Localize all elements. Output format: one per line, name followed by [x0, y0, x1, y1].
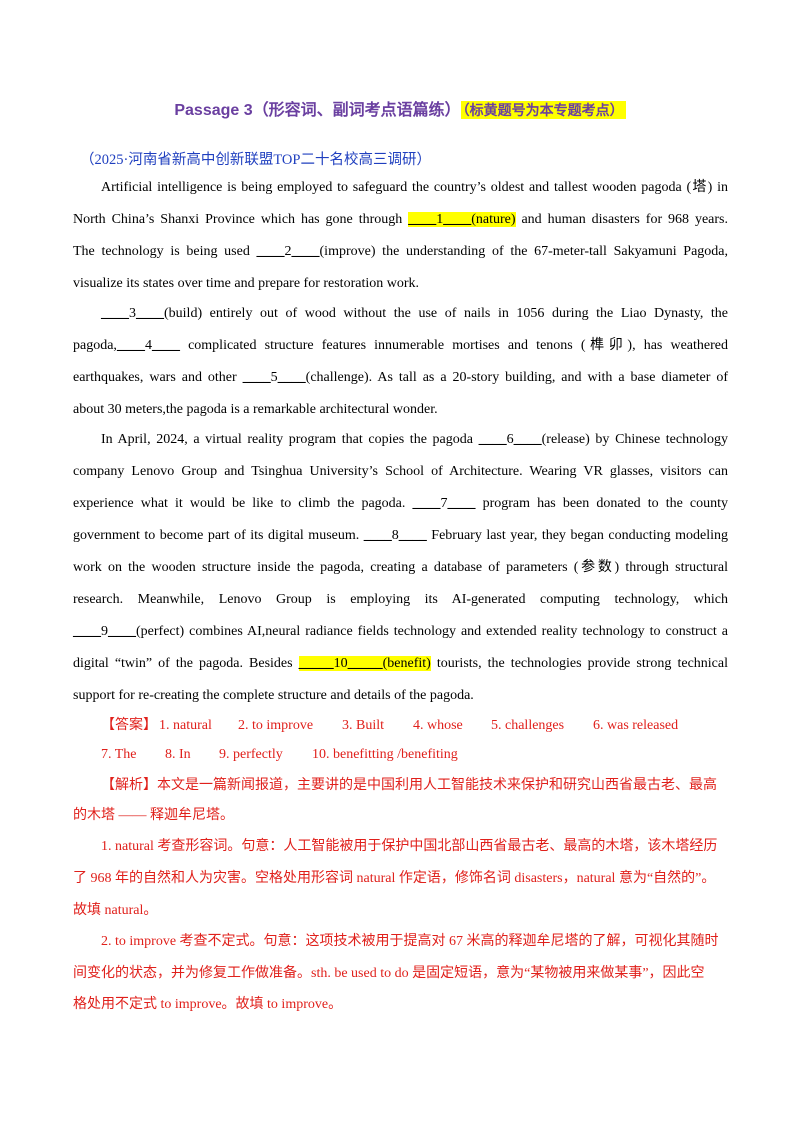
- answer-item: 5. challenges: [491, 718, 565, 733]
- blank-6: ____6____: [478, 432, 542, 447]
- passage-line: about 30 meters,the pagoda is a remarkab…: [73, 402, 438, 417]
- analysis-line: 1. natural 考查形容词。句意：人工智能被用于保护中国北部山西省最古老、…: [101, 839, 718, 854]
- passage-line: North China’s Shanxi Province which has …: [73, 212, 729, 227]
- passage-line: government to become part of its digital…: [73, 528, 728, 543]
- analysis-line: 格处用不定式 to improve。故填 to improve。: [73, 997, 343, 1012]
- answer-item: 10. benefitting /benefiting: [312, 747, 458, 762]
- passage-title: Passage 3（形容词、副词考点语篇练）（标黄题号为本专题考点）: [0, 96, 800, 120]
- passage-line: earthquakes, wars and other ____5____(ch…: [73, 370, 728, 385]
- blank-8: ____8____: [363, 528, 427, 543]
- answer-item: 2. to improve: [238, 718, 314, 733]
- blank-7: ____7____: [412, 496, 476, 511]
- blank-9: ____9____: [73, 624, 136, 639]
- blank-4: ____4____: [116, 338, 180, 353]
- passage-line: work on the wooden structure inside the …: [73, 560, 728, 575]
- answer-item: 3. Built: [342, 718, 385, 733]
- passage-line: support for re-creating the complete str…: [73, 688, 474, 703]
- passage-line: ____9____(perfect) combines AI,neural ra…: [73, 624, 728, 639]
- passage-line: In April, 2024, a virtual reality progra…: [101, 432, 729, 447]
- source-line: （2025·河南省新高中创新联盟TOP二十名校高三调研）: [80, 152, 431, 168]
- passage-note: （标黄题号为本专题考点）: [460, 101, 626, 119]
- passage-line: pagoda,____4____ complicated structure f…: [73, 338, 729, 353]
- passage-line: experience what it would be like to clim…: [73, 496, 729, 511]
- answer-item: 9. perfectly: [219, 747, 283, 762]
- passage-line: visualize its states over time and prepa…: [73, 276, 419, 291]
- answer-item: 7. The: [101, 747, 137, 762]
- analysis-line: 【解析】本文是一篇新闻报道，主要讲的是中国利用人工智能技术来保护和研究山西省最古…: [101, 778, 717, 793]
- answer-item: 6. was released: [593, 718, 679, 733]
- passage-line: digital “twin” of the pagoda. Besides __…: [73, 656, 728, 671]
- blank-5: ____5____: [242, 370, 306, 385]
- passage-line: ____3____(build) entirely out of wood wi…: [101, 306, 728, 321]
- analysis-line: 故填 natural。: [73, 903, 158, 918]
- analysis-line: 了 968 年的自然和人为灾害。空格处用形容词 natural 作定语，修饰名词…: [73, 871, 716, 886]
- analysis-line: 2. to improve 考查不定式。句意：这项技术被用于提高对 67 米高的…: [101, 934, 719, 949]
- passage-line: Artificial intelligence is being employe…: [101, 180, 728, 195]
- analysis-line: 间变化的状态，并为修复工作做准备。sth. be used to do 是固定短…: [73, 966, 705, 981]
- passage-line: company Lenovo Group and Tsinghua Univer…: [73, 464, 728, 479]
- passage-title-text: Passage 3（形容词、副词考点语篇练）: [174, 102, 461, 119]
- blank-10: _____10_____(benefit): [298, 656, 431, 671]
- passage-line: research. Meanwhile, Lenovo Group is emp…: [73, 592, 728, 607]
- blank-2: ____2____: [256, 244, 320, 259]
- analysis-line: 的木塔 —— 释迦牟尼塔。: [73, 808, 234, 823]
- blank-3: ____3____: [101, 306, 164, 321]
- answer-item: 1. natural: [159, 718, 212, 733]
- answer-item: 4. whose: [413, 718, 463, 733]
- passage-line: The technology is being used ____2____(i…: [73, 244, 728, 259]
- answer-item: 8. In: [165, 747, 191, 762]
- blank-1: ____1____(nature): [408, 212, 516, 227]
- answer-label: 【答案】: [101, 718, 157, 733]
